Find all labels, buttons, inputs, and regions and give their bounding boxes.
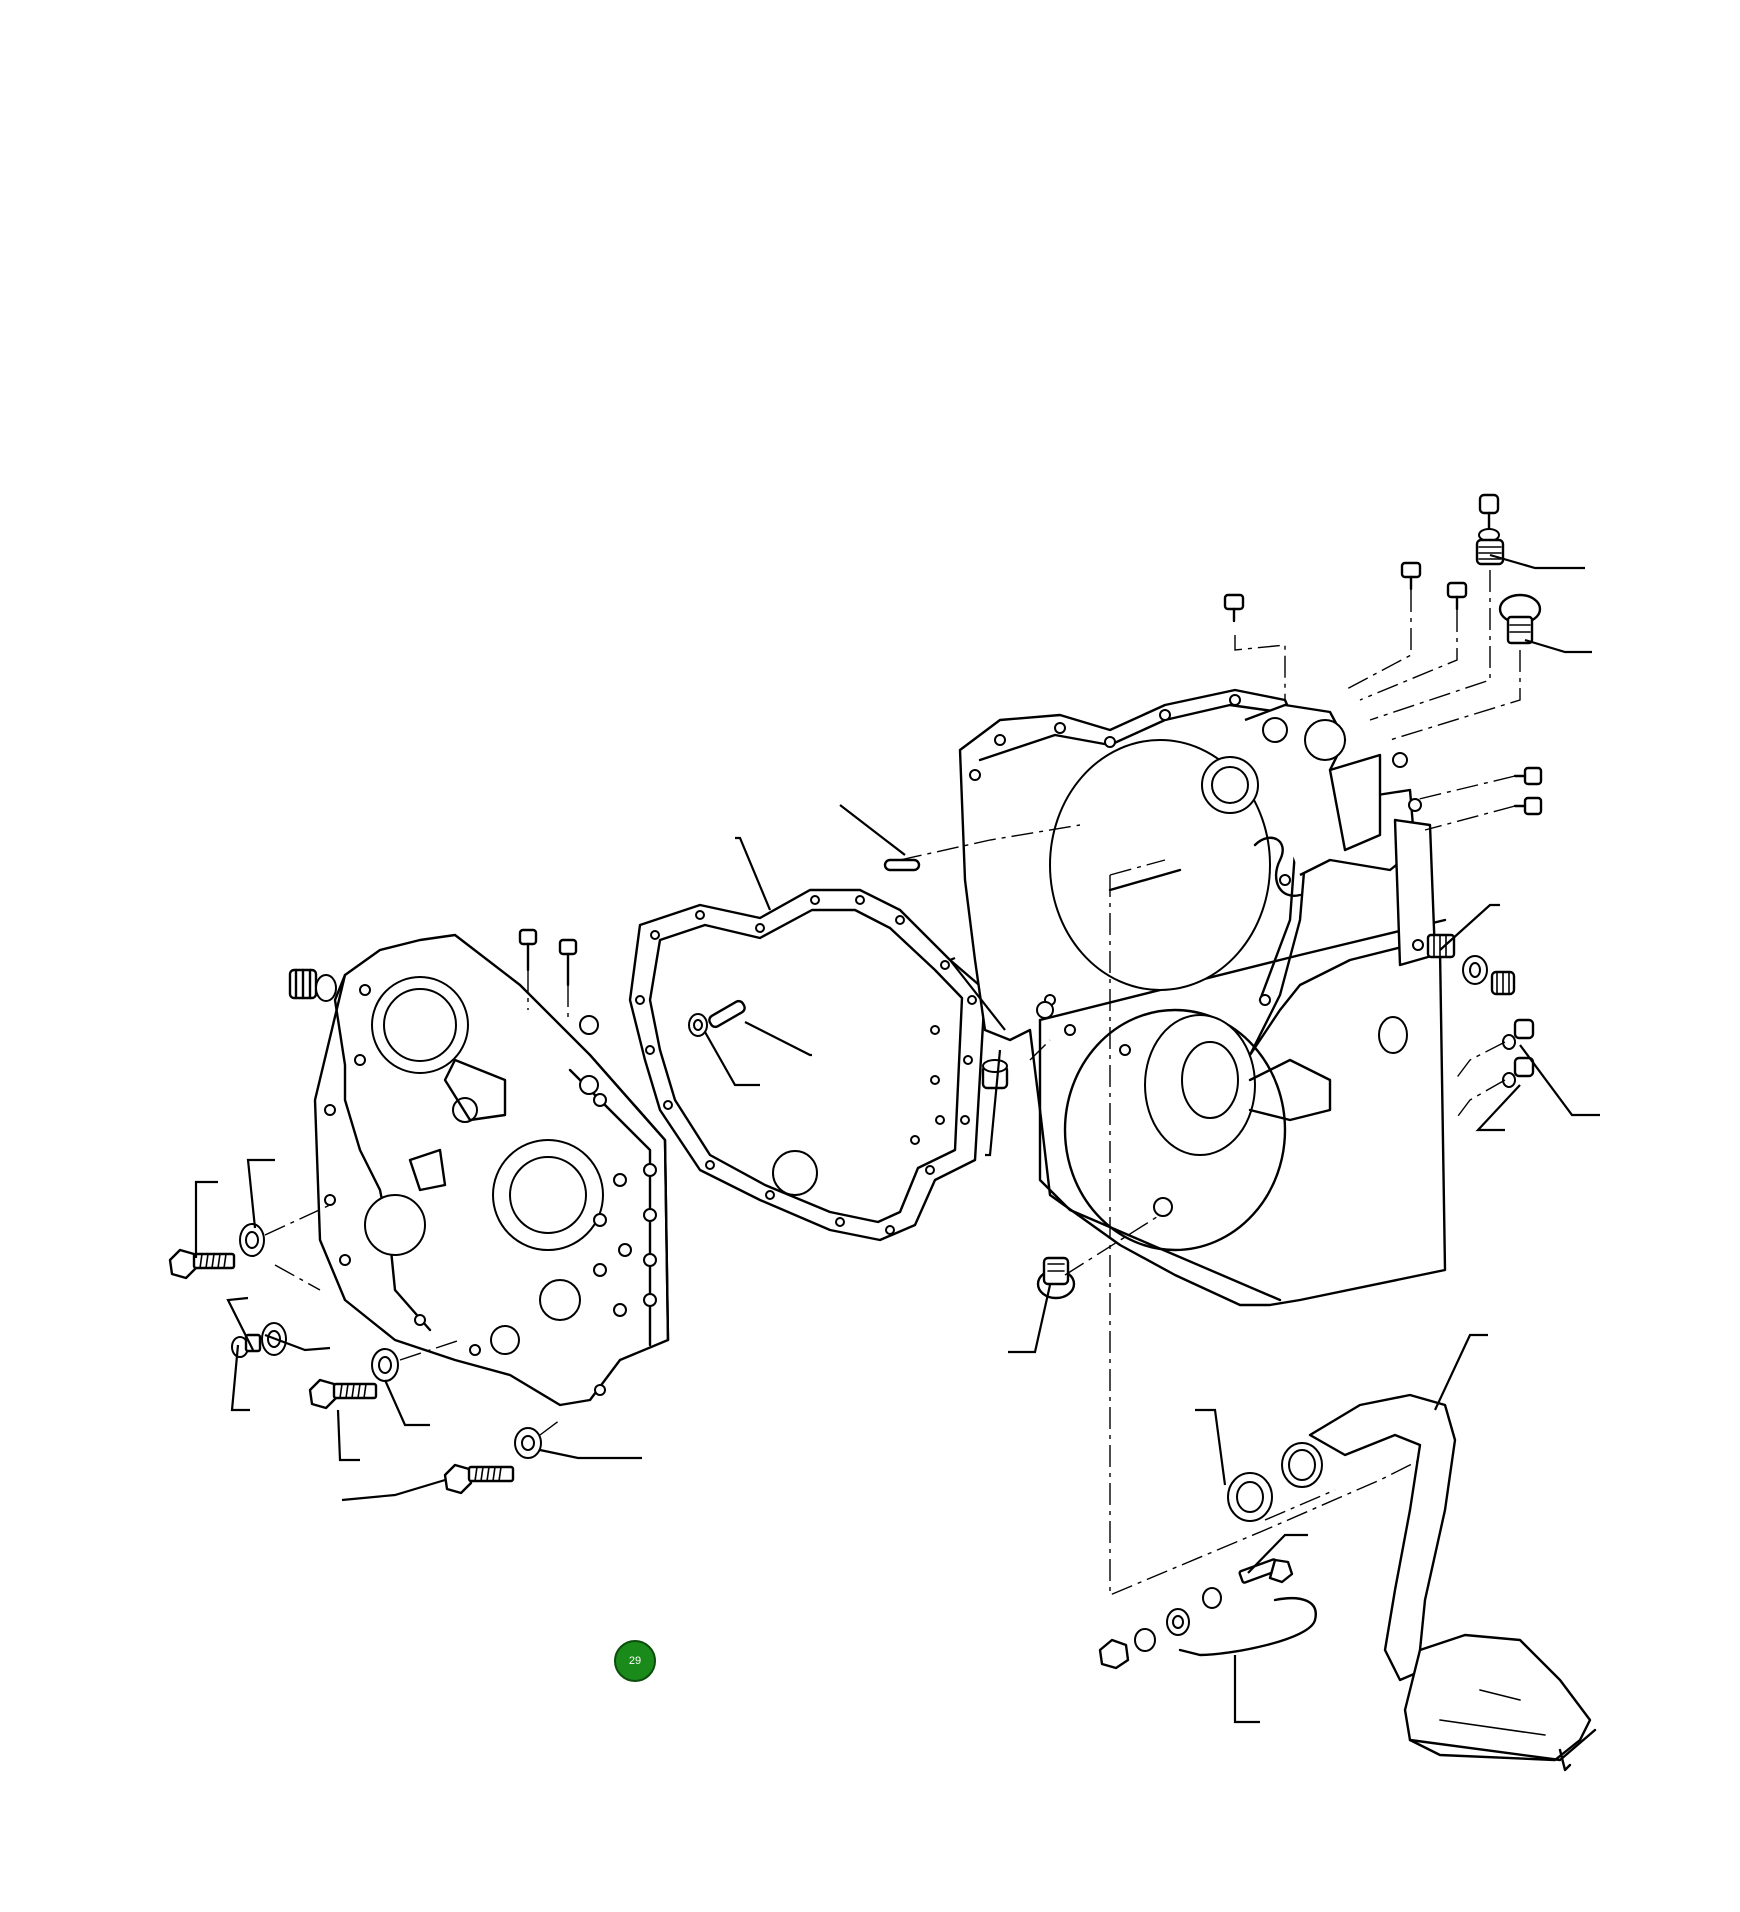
page-number-badge[interactable]: 29 <box>614 1640 656 1682</box>
clip-and-bolt <box>1098 1558 1317 1670</box>
dowel-and-washer <box>688 999 746 1037</box>
bolt-left-c <box>443 1463 515 1495</box>
transmission-housing <box>958 688 1447 1307</box>
breather-b <box>1502 1056 1535 1088</box>
small-nut-cluster <box>231 1322 287 1358</box>
callout-leaders <box>194 553 1600 1724</box>
top-plug-stack <box>1475 493 1505 566</box>
drain-plug-lower <box>1036 1256 1076 1300</box>
gasket <box>628 888 987 1242</box>
gasket-holes <box>635 895 977 1235</box>
bolt-small-top-b <box>558 938 578 987</box>
tube-seal-ring <box>1227 1472 1273 1522</box>
dowel-pin-upper <box>883 858 921 872</box>
drain-plug-mid <box>981 1059 1009 1090</box>
bolt-left-b <box>308 1378 378 1410</box>
large-cap-plug <box>1498 593 1542 645</box>
plug-right <box>1490 970 1516 996</box>
side-bolt-a <box>1513 766 1543 786</box>
spring-plug <box>1426 933 1456 959</box>
front-cover-plate <box>313 933 670 1407</box>
housing-top-fasteners <box>899 493 1543 1300</box>
breather-a <box>1502 1018 1535 1050</box>
small-bolt-c <box>1446 581 1468 611</box>
bolt-small-top-a <box>518 928 538 972</box>
side-bolt-b <box>1513 796 1543 816</box>
left-cover-fasteners <box>168 928 578 1495</box>
assembly-reference-line <box>1109 875 1441 1597</box>
small-bolt-a <box>1223 593 1245 623</box>
small-bolt-b <box>1400 561 1422 591</box>
plug-with-washer <box>288 968 337 1002</box>
bolt-left-a <box>168 1248 236 1280</box>
filler-tube <box>1281 1393 1597 1772</box>
